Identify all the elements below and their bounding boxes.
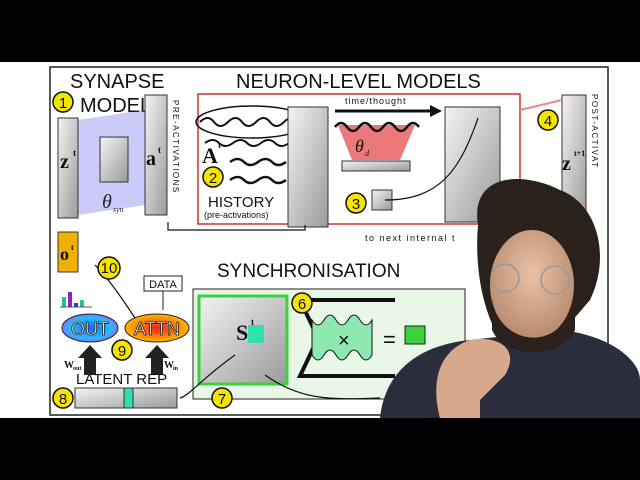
history-wave xyxy=(204,139,290,147)
history-wave xyxy=(199,117,299,127)
synchronisation: S t × = xyxy=(179,288,466,400)
badge-8-text: 8 xyxy=(59,391,67,408)
badge-9-text: 9 xyxy=(118,343,126,360)
s-t-matrix xyxy=(197,294,289,386)
s-t-highlight xyxy=(248,325,264,343)
glasses-left xyxy=(490,263,520,293)
sync-waveform xyxy=(311,314,373,361)
pre-activation-arrow xyxy=(167,222,306,231)
history-wave xyxy=(229,175,287,185)
beard xyxy=(492,300,575,353)
badge-1 xyxy=(52,91,74,113)
s-t-label: S xyxy=(236,320,248,345)
theta-syn-label: θ xyxy=(102,191,112,213)
out-module xyxy=(61,313,119,343)
history-label: HISTORY xyxy=(208,194,274,211)
badge-6 xyxy=(291,292,313,314)
a-t-sup: t xyxy=(158,145,161,155)
face xyxy=(490,230,574,340)
synapse-hidden-block xyxy=(99,136,129,183)
badge-8 xyxy=(52,387,74,409)
o-t-label: o xyxy=(60,244,69,264)
sync-result xyxy=(404,325,426,345)
w-out-label: W xyxy=(64,360,74,371)
data-label: DATA xyxy=(149,279,177,291)
bar xyxy=(74,303,78,307)
nlm-box xyxy=(197,93,521,225)
pre-activations-label: PRE-ACTIVATIONS xyxy=(171,100,180,194)
w-in-arrow xyxy=(145,345,169,375)
post-activations-label: POST-ACTIVAT xyxy=(590,94,599,169)
a-t-label: a xyxy=(146,148,156,170)
z-t1-label: z xyxy=(562,153,571,175)
badge-4-text: 4 xyxy=(544,113,552,130)
hand xyxy=(436,339,511,418)
o-t-vector xyxy=(57,231,79,273)
title-synapse-model: MODEL xyxy=(80,95,151,117)
title-neuron-level-models: NEURON-LEVEL MODELS xyxy=(236,71,481,93)
latent-rep-highlight xyxy=(123,387,134,409)
badge-2-text: 2 xyxy=(209,170,217,187)
badge-9 xyxy=(111,339,133,361)
A-t-label: A xyxy=(202,143,218,168)
w-out-sub: out xyxy=(73,366,81,372)
badge-3 xyxy=(345,192,367,214)
s-t-sup: t xyxy=(251,317,254,327)
w-in-sub: in xyxy=(173,366,179,372)
attn-label: ATTN xyxy=(134,319,180,339)
theta-syn-sub: syn xyxy=(113,205,124,214)
output-distribution-icon xyxy=(60,292,92,308)
bar xyxy=(62,297,66,307)
sync-to-latent-arrow xyxy=(179,354,236,399)
badge-10 xyxy=(97,256,121,280)
step-badges: 1 2 3 4 6 7 8 9 10 xyxy=(52,91,559,409)
a-t-vector xyxy=(144,94,168,216)
out-label: OUT xyxy=(71,319,109,339)
equals-symbol: = xyxy=(383,327,396,352)
sum-symbol xyxy=(296,298,395,378)
connector-line xyxy=(519,99,563,111)
history-sublabel: (pre-activations) xyxy=(204,210,269,220)
neuron-level-models: A t HISTORY (pre-activations) time/thoug… xyxy=(167,93,521,243)
times-symbol: × xyxy=(338,330,350,352)
badge-1-text: 1 xyxy=(59,95,67,112)
theta-d-sub: d xyxy=(365,149,370,158)
theta-d-label: θ xyxy=(355,136,364,156)
w-in-label: W xyxy=(164,360,174,371)
time-arrowhead xyxy=(430,105,442,117)
w-out-arrow xyxy=(78,345,102,375)
history-stack xyxy=(287,106,329,228)
badge-7 xyxy=(211,387,233,409)
badge-10-text: 10 xyxy=(101,260,118,277)
badge-2 xyxy=(202,166,224,188)
sync-arrow xyxy=(264,374,381,400)
A-t-sup: t xyxy=(218,140,221,150)
nlm-input-wave xyxy=(334,121,420,133)
time-thought-label: time/thought xyxy=(345,96,407,106)
z-t-sup: t xyxy=(73,148,76,158)
o-t-sup: t xyxy=(71,243,74,252)
bar xyxy=(80,300,84,307)
theta-d-connections xyxy=(338,125,415,160)
bar xyxy=(68,292,72,307)
nlm-hidden-layer xyxy=(341,160,411,172)
z-t1-sup: t+1 xyxy=(574,149,585,158)
badge-4 xyxy=(537,109,559,131)
z-t-vector xyxy=(57,117,79,219)
history-wave xyxy=(229,157,287,167)
badge-7-text: 7 xyxy=(218,391,226,408)
output-arrow xyxy=(384,117,479,201)
badge-6-text: 6 xyxy=(298,296,306,313)
to-next-label: to next internal t xyxy=(365,233,456,243)
badge-3-text: 3 xyxy=(352,196,360,213)
latent-rep-label: LATENT REP xyxy=(76,371,167,388)
attn-module xyxy=(124,313,190,343)
z-t-label: z xyxy=(60,151,69,173)
presenter-photo xyxy=(380,179,640,418)
glasses-right xyxy=(540,265,570,295)
synapse-model: z t a t θ syn PRE-ACTIVATIONS xyxy=(57,94,180,219)
title-synchronisation: SYNCHRONISATION xyxy=(217,261,400,282)
title-synapse: SYNAPSE xyxy=(70,71,164,93)
